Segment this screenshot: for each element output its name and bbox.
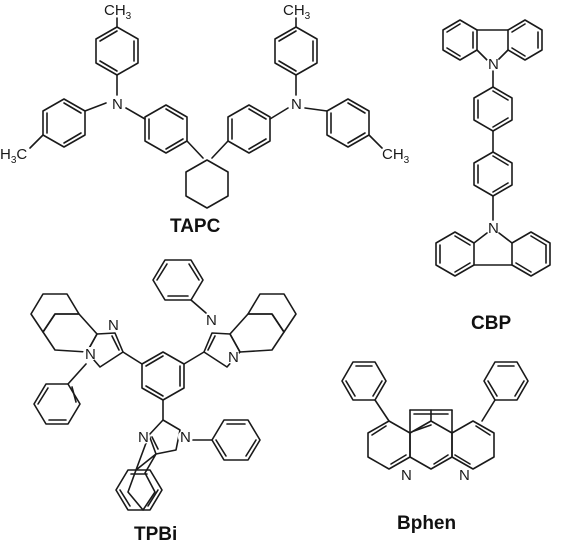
tpbi-phenyl-bottom <box>211 419 261 461</box>
tapc-label: TAPC <box>170 216 221 237</box>
cbp-nitrogen-bottom: N <box>488 220 499 237</box>
tapc-methyl-top-left: CH3 <box>104 2 132 22</box>
tpbi-phenyl-right <box>152 259 204 301</box>
tpbi-nitrogen-left-imine: N <box>108 317 119 334</box>
cbp-carbazole-bottom <box>435 231 551 277</box>
tapc-tolyl-ring-top-left <box>95 17 139 96</box>
tapc-structure: N N <box>0 2 410 237</box>
tapc-cyclohexane-ring <box>185 159 229 209</box>
tpbi-nitrogen-bottom-imine: N <box>138 429 149 446</box>
tapc-nitrogen-left: N <box>112 96 123 113</box>
tpbi-central-benzene <box>141 351 185 401</box>
tpbi-structure: N N N N <box>30 259 297 545</box>
tpbi-benzimidazole-right <box>203 293 297 368</box>
cbp-label: CBP <box>471 313 511 334</box>
cbp-carbazole-top <box>442 19 543 61</box>
tapc-nitrogen-right: N <box>291 96 302 113</box>
tapc-tolyl-ring-top-right <box>274 17 318 96</box>
bphen-phenyl-right <box>481 361 529 422</box>
cbp-phenylene-upper <box>473 86 513 153</box>
tpbi-nitrogen-left-amine: N <box>85 346 96 363</box>
bphen-phenanthroline-core <box>367 409 495 470</box>
tpbi-label: TPBi <box>134 524 177 545</box>
tapc-phenylene-right <box>211 104 271 159</box>
bphen-label: Bphen <box>397 513 456 534</box>
tapc-methyl-left: H3C <box>0 146 27 166</box>
tpbi-phenyl-left <box>33 383 81 425</box>
tpbi-nitrogen-right-amine: N <box>206 312 217 329</box>
tapc-tolyl-ring-left <box>29 98 107 149</box>
tapc-methyl-right: CH3 <box>382 146 410 166</box>
bphen-nitrogen-right: N <box>459 467 470 484</box>
tapc-methyl-top-right: CH3 <box>283 2 311 22</box>
bphen-nitrogen-left: N <box>401 467 412 484</box>
bphen-phenyl-left <box>341 361 390 422</box>
cbp-nitrogen-top: N <box>488 56 499 73</box>
tpbi-nitrogen-right-imine: N <box>228 349 239 366</box>
bphen-structure: N N Bphen <box>341 361 529 534</box>
tpbi-benzo-ring-bottom <box>115 469 163 511</box>
cbp-phenylene-lower <box>473 151 513 221</box>
tpbi-nitrogen-bottom-amine: N <box>180 429 191 446</box>
tapc-tolyl-ring-right <box>304 98 383 149</box>
tapc-phenylene-left <box>144 104 204 159</box>
cbp-structure: N N <box>435 19 551 334</box>
